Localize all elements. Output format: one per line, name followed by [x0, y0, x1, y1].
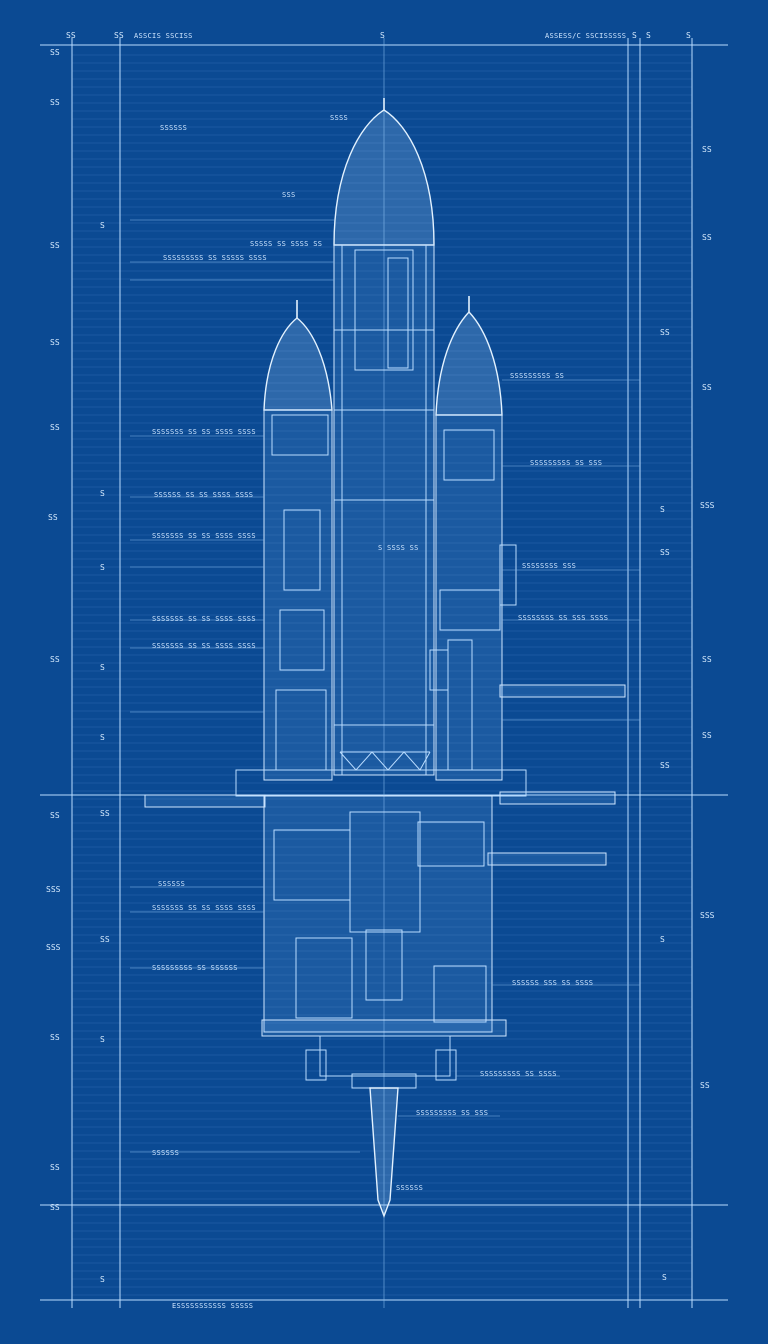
callout-label: SSSSSS — [152, 1149, 179, 1157]
callout-label: SSSSSSS SS SS SSSS SSSS — [152, 615, 256, 623]
callout-label: SSSSSS — [158, 880, 185, 888]
left-dimensions: SS SS S SS SS SS S SS S S SS S SS SS SSS… — [46, 48, 110, 1284]
top-mark: S — [686, 31, 691, 40]
callout-label: SSSSSS SS SS SSSS SSSS — [154, 491, 253, 499]
lower-assembly — [261, 795, 507, 1218]
dimension-mark: SS — [702, 731, 712, 740]
callout-label: SSSSSSSSS SS SSS — [416, 1109, 488, 1117]
callout-label: SSSSSSSS SS SSS SSSS — [518, 614, 608, 622]
dimension-mark: S — [100, 221, 105, 230]
dimension-mark: SS — [100, 809, 110, 818]
callout-label: SSSSSSS SS SS SSSS SSSS — [152, 904, 256, 912]
callout-label: SSSSSSS SS SS SSSS SSSS — [152, 532, 256, 540]
callout-label: SSSSSS — [396, 1184, 423, 1192]
callout-label: SSSSSSSS SSS — [522, 562, 576, 570]
dimension-mark: SS — [702, 655, 712, 664]
dimension-mark: SS — [50, 1203, 60, 1212]
dimension-mark: SS — [50, 1033, 60, 1042]
dimension-mark: SS — [702, 145, 712, 154]
top-mark: SS — [114, 31, 124, 40]
callout-label: SSSSSS SSS SS SSSS — [512, 979, 593, 987]
callout-label: SSSSSSSSS SS SSSS — [480, 1070, 557, 1078]
right-callouts: SSSSSSSSS SS SSSSSSSSS SS SSS SSSSSSSS S… — [416, 372, 608, 1117]
dimension-mark: SS — [50, 423, 60, 432]
dimension-mark: SS — [700, 1081, 710, 1090]
dimension-mark: SS — [50, 98, 60, 107]
callout-label: SSSSS SS SSSS SS — [250, 240, 322, 248]
dimension-mark: S — [660, 505, 665, 514]
dimension-mark: SSS — [46, 943, 61, 952]
dimension-mark: SS — [660, 328, 670, 337]
dimension-mark: SS — [50, 655, 60, 664]
dimension-mark: SS — [660, 548, 670, 557]
top-mark: S — [646, 31, 651, 40]
dimension-mark: SS — [100, 935, 110, 944]
dimension-mark: S — [100, 489, 105, 498]
callout-label: SSSSSSSSS SS — [510, 372, 564, 380]
main-stage — [333, 98, 435, 776]
dimension-mark: SSS — [700, 911, 715, 920]
callout-label: SSS — [282, 191, 296, 199]
dimension-mark: S — [100, 1275, 105, 1284]
callout-label: SSSSSS — [160, 124, 187, 132]
top-mark: SS — [66, 31, 76, 40]
center-callouts: SSSS SSS SSSSS SS SSSS SS S SSSS SS SSSS… — [250, 114, 423, 1192]
dimension-mark: SS — [702, 233, 712, 242]
callout-label: SSSSSSSSS SS SSS — [530, 459, 602, 467]
top-mark: S — [380, 31, 385, 40]
dimension-mark: SS — [50, 338, 60, 347]
dimension-mark: SS — [48, 513, 58, 522]
callout-label: SSSSSSS SS SS SSSS SSSS — [152, 642, 256, 650]
top-title-left: ASSCIS SSCISS — [134, 32, 193, 40]
right-dimensions: SS SS SS SS SSS S SS SS SS SS SSS S SS S — [660, 145, 715, 1282]
callout-label: SSSSSSSSS SS SSSSS SSSS — [163, 254, 267, 262]
dimension-mark: S — [100, 563, 105, 572]
dimension-mark: SS — [50, 811, 60, 820]
ruled-lines — [72, 54, 692, 1296]
right-booster — [429, 296, 517, 781]
dimension-mark: S — [662, 1273, 667, 1282]
dimension-mark: SSS — [46, 885, 61, 894]
top-title-right: ASSESS/C SSCISSSSS — [545, 32, 626, 40]
dimension-mark: SS — [50, 48, 60, 57]
left-booster — [263, 300, 333, 781]
dimension-mark: S — [660, 935, 665, 944]
top-marks: SS SS S S S S — [66, 31, 691, 40]
dimension-mark: SSS — [700, 501, 715, 510]
top-mark: S — [632, 31, 637, 40]
dimension-mark: S — [100, 1035, 105, 1044]
left-callouts: SSSSSS SSSSSSSSS SS SSSSS SSSS SSSSSSS S… — [152, 124, 267, 1157]
dimension-mark: S — [100, 663, 105, 672]
bottom-caption: ESSSSSSSSSSS SSSSS — [172, 1302, 253, 1310]
dimension-mark: SS — [50, 1163, 60, 1172]
dimension-mark: SS — [702, 383, 712, 392]
callout-label: SSSSSSS SS SS SSSS SSSS — [152, 428, 256, 436]
dimension-mark: SS — [660, 761, 670, 770]
dimension-mark: SS — [50, 241, 60, 250]
launch-platform — [144, 684, 626, 866]
dimension-mark: S — [100, 733, 105, 742]
callout-label: SSSS — [330, 114, 348, 122]
callout-label: S SSSS SS — [378, 544, 419, 552]
callout-leaders — [130, 219, 640, 1153]
callout-label: SSSSSSSSS SS SSSSSS — [152, 964, 238, 972]
